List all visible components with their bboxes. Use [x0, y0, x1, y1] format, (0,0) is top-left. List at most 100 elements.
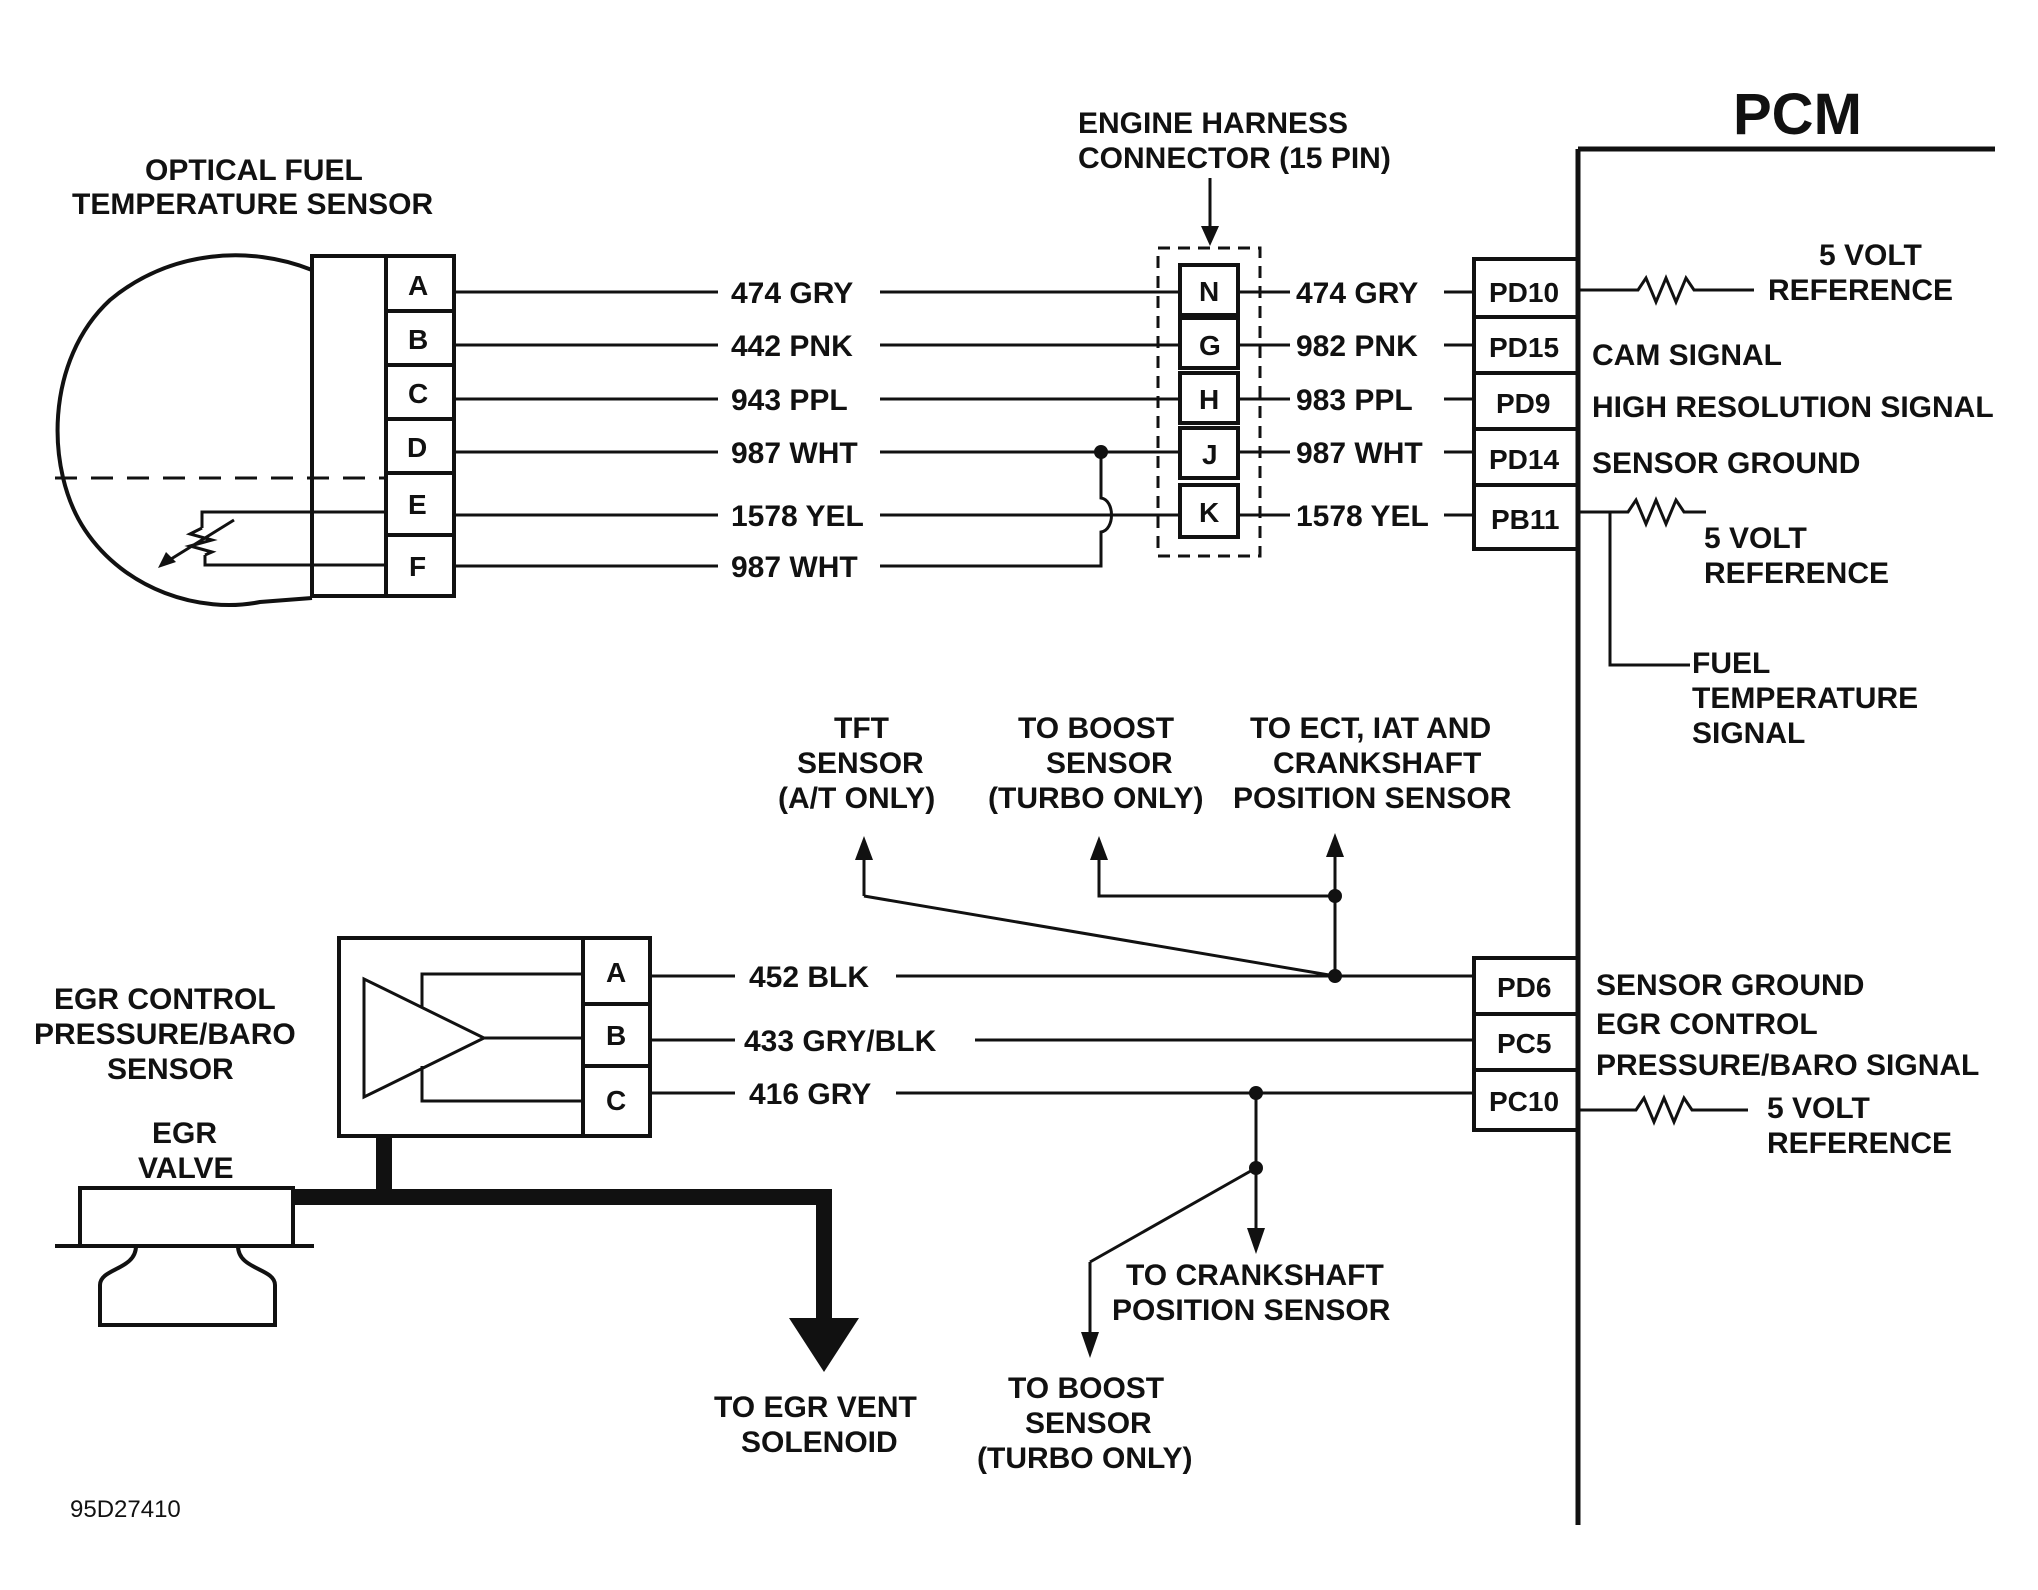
wire-982-pnk-right: 982 PNK: [1296, 330, 1418, 363]
harness-pin-n: N: [1199, 276, 1219, 307]
svg-text:REFERENCE: REFERENCE: [1768, 274, 1953, 307]
wire-433-gry-blk: 433 GRY/BLK: [744, 1025, 937, 1058]
svg-text:(A/T ONLY): (A/T ONLY): [778, 782, 935, 815]
pcm-title: PCM: [1733, 82, 1862, 147]
egr-valve: [55, 1186, 314, 1327]
pcm-pins-bottom: PD6 PC5 PC10: [1489, 972, 1559, 1117]
svg-text:CRANKSHAFT: CRANKSHAFT: [1273, 747, 1481, 780]
svg-text:(TURBO ONLY): (TURBO ONLY): [977, 1442, 1193, 1475]
svg-text:5 VOLT: 5 VOLT: [1819, 239, 1922, 272]
svg-text:SIGNAL: SIGNAL: [1692, 717, 1805, 750]
harness-pin-j: J: [1202, 439, 1218, 470]
optical-fuel-temperature-sensor: [55, 253, 456, 607]
svg-text:TO EGR VENT: TO EGR VENT: [714, 1391, 917, 1424]
harness-connector-arrow: [1201, 178, 1219, 246]
svg-text:REFERENCE: REFERENCE: [1767, 1127, 1952, 1160]
pb11-resistor: [1578, 496, 1706, 667]
wire-987-wht-left: 987 WHT: [731, 437, 858, 470]
svg-text:EGR CONTROL: EGR CONTROL: [1596, 1008, 1818, 1041]
wire-416-gry: 416 GRY: [749, 1078, 871, 1111]
sensor-pin-d: D: [407, 432, 427, 463]
egr-wire-labels: 452 BLK 433 GRY/BLK 416 GRY: [744, 961, 937, 1111]
tft-sensor-label: TFT SENSOR (A/T ONLY): [778, 712, 935, 815]
optical-sensor-pins: A B C D E F: [407, 270, 428, 582]
boost-sensor-top-label: TO BOOST SENSOR (TURBO ONLY): [988, 712, 1204, 815]
branch-arrowheads: [855, 833, 1344, 860]
vacuum-hose: [293, 1136, 832, 1318]
pcm-pins-bottom-boxes: [1472, 956, 1580, 1132]
wire-442-pnk-left: 442 PNK: [731, 330, 853, 363]
svg-text:5 VOLT: 5 VOLT: [1704, 522, 1807, 555]
wire-1578-yel-right: 1578 YEL: [1296, 500, 1429, 533]
egr-pin-a: A: [606, 957, 626, 988]
pcm-pin-pb11: PB11: [1491, 504, 1560, 535]
svg-text:TEMPERATURE: TEMPERATURE: [1692, 682, 1918, 715]
crankshaft-sensor-label: TO CRANKSHAFT POSITION SENSOR: [1112, 1259, 1391, 1327]
reference-branch-arrowheads: [1081, 1228, 1265, 1358]
pd14-sensor-ground-label: SENSOR GROUND: [1592, 447, 1860, 480]
splice-987-wht: [1094, 445, 1108, 459]
egr-vent-arrowhead: [789, 1318, 859, 1372]
splice-416-gry: [1249, 1086, 1263, 1100]
svg-text:TO BOOST: TO BOOST: [1018, 712, 1174, 745]
harness-pin-h: H: [1199, 384, 1219, 415]
svg-text:TO ECT, IAT AND: TO ECT, IAT AND: [1250, 712, 1491, 745]
egr-valve-label: EGR VALVE: [138, 1117, 234, 1185]
egr-pin-b: B: [606, 1020, 626, 1051]
wire-474-gry-right: 474 GRY: [1296, 277, 1418, 310]
pcm-pin-pd6: PD6: [1497, 972, 1551, 1003]
ground-branch-network: [862, 855, 1337, 978]
svg-text:PRESSURE/BARO SIGNAL: PRESSURE/BARO SIGNAL: [1596, 1049, 1979, 1082]
pb11-reference-label: 5 VOLT REFERENCE: [1704, 522, 1889, 590]
svg-text:TO BOOST: TO BOOST: [1008, 1372, 1164, 1405]
svg-text:5 VOLT: 5 VOLT: [1767, 1092, 1870, 1125]
wire-983-ppl-right: 983 PPL: [1296, 384, 1413, 417]
ect-iat-crank-label: TO ECT, IAT AND CRANKSHAFT POSITION SENS…: [1233, 712, 1512, 815]
harness-connector-title: ENGINE HARNESS CONNECTOR (15 PIN): [1078, 107, 1391, 175]
svg-text:EGR CONTROL: EGR CONTROL: [54, 983, 276, 1016]
pc5-egr-signal-label: EGR CONTROL PRESSURE/BARO SIGNAL: [1596, 1008, 1979, 1082]
pcm-pin-pc10: PC10: [1489, 1086, 1559, 1117]
sensor-wire-labels-left: 474 GRY 442 PNK 943 PPL 987 WHT 1578 YEL…: [731, 277, 864, 584]
pcm-pins-top: PD10 PD15 PD9 PD14 PB11: [1489, 277, 1560, 535]
egr-pin-c: C: [606, 1085, 626, 1116]
egr-sensor-title: EGR CONTROL PRESSURE/BARO SENSOR: [34, 983, 296, 1086]
svg-text:FUEL: FUEL: [1692, 647, 1770, 680]
harness-connector-pins: N G H J K: [1199, 276, 1221, 528]
sensor-wires-right: [1238, 290, 1474, 517]
egr-vent-solenoid-label: TO EGR VENT SOLENOID: [714, 1391, 917, 1459]
pd6-sensor-ground-label: SENSOR GROUND: [1596, 969, 1864, 1002]
pc10-resistor: [1578, 1094, 1748, 1126]
harness-pin-k: K: [1199, 497, 1219, 528]
splice-crank-boost: [1249, 1161, 1263, 1175]
sensor-pin-f: F: [409, 551, 426, 582]
pd10-reference-label: 5 VOLT REFERENCE: [1768, 239, 1953, 307]
sensor-wire-labels-right: 474 GRY 982 PNK 983 PPL 987 WHT 1578 YEL: [1296, 277, 1429, 533]
wire-943-ppl-left: 943 PPL: [731, 384, 848, 417]
svg-text:SENSOR: SENSOR: [1046, 747, 1173, 780]
svg-text:TO CRANKSHAFT: TO CRANKSHAFT: [1126, 1259, 1384, 1292]
svg-text:SENSOR: SENSOR: [1025, 1407, 1152, 1440]
svg-text:OPTICAL FUEL: OPTICAL FUEL: [145, 154, 363, 187]
svg-text:TFT: TFT: [834, 712, 889, 745]
egr-sensor-pins: A B C: [606, 957, 626, 1116]
pd10-resistor: [1578, 274, 1754, 306]
svg-text:VALVE: VALVE: [138, 1152, 234, 1185]
sensor-wires-left: [454, 290, 1180, 568]
pcm-pin-pd9: PD9: [1496, 388, 1550, 419]
pcm-pin-pd15: PD15: [1489, 332, 1559, 363]
pcm-pin-pd14: PD14: [1489, 444, 1559, 475]
pd15-cam-signal-label: CAM SIGNAL: [1592, 339, 1782, 372]
svg-text:EGR: EGR: [152, 1117, 217, 1150]
pd9-high-resolution-label: HIGH RESOLUTION SIGNAL: [1592, 391, 1994, 424]
pcm-pins-top-boxes: [1472, 257, 1580, 551]
sensor-pin-e: E: [408, 489, 427, 520]
sensor-pin-a: A: [408, 270, 428, 301]
svg-text:SENSOR: SENSOR: [107, 1053, 234, 1086]
egr-wires: [650, 974, 1474, 1095]
harness-pin-g: G: [1199, 330, 1221, 361]
splice-ect-boost: [1328, 889, 1342, 903]
svg-text:SOLENOID: SOLENOID: [741, 1426, 898, 1459]
sensor-pin-b: B: [408, 324, 428, 355]
